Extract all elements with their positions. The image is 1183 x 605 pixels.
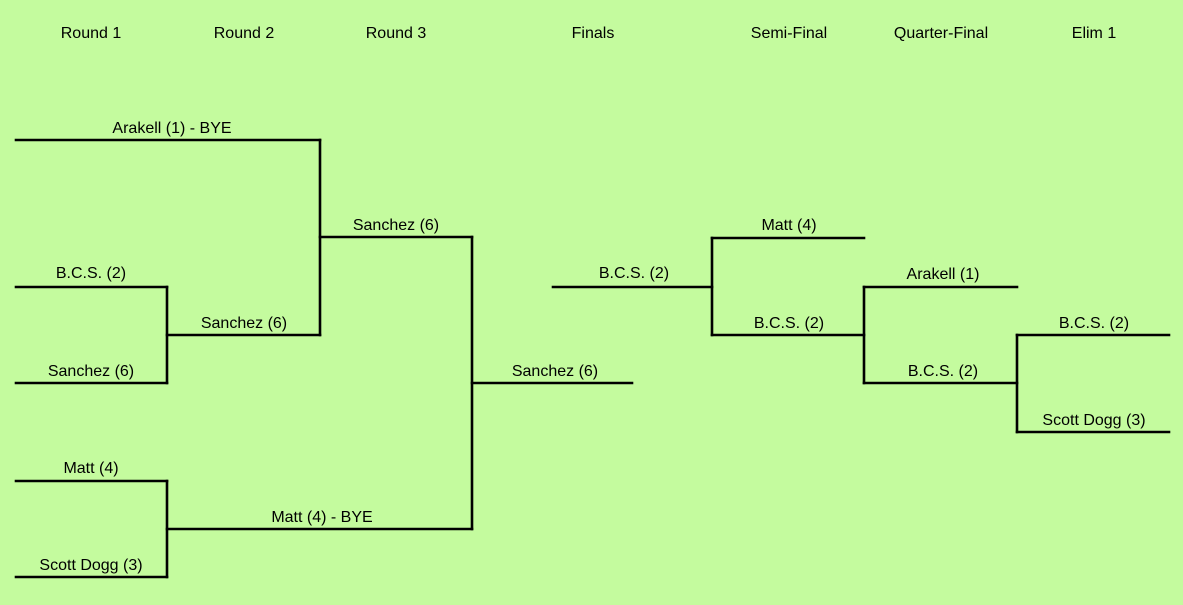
slot-label-semi-matt: Matt (4) [761, 217, 816, 234]
column-headers: Round 1 Round 2 Round 3 Finals Semi-Fina… [61, 25, 1117, 42]
slot-label-r3-sanchez: Sanchez (6) [353, 217, 439, 234]
winners-bracket: Arakell (1) - BYE B.C.S. (2) Sanchez (6)… [14, 120, 634, 579]
slot-label-elim-scott: Scott Dogg (3) [1042, 412, 1145, 429]
header-round-2: Round 2 [214, 25, 275, 42]
slot-label-quarter-bcs: B.C.S. (2) [908, 363, 978, 380]
header-quarter-final: Quarter-Final [894, 25, 988, 42]
slot-label-r2-sanchez: Sanchez (6) [201, 315, 287, 332]
header-semi-final: Semi-Final [751, 25, 827, 42]
slot-label-r1-bcs: B.C.S. (2) [56, 265, 126, 282]
slot-label-r1-matt: Matt (4) [63, 460, 118, 477]
header-finals: Finals [572, 25, 615, 42]
header-round-1: Round 1 [61, 25, 122, 42]
losers-bracket: B.C.S. (2) Matt (4) B.C.S. (2) Arakell (… [551, 217, 1171, 434]
slot-label-r1-arakell: Arakell (1) - BYE [112, 120, 231, 137]
slot-label-champion: Sanchez (6) [512, 363, 598, 380]
slot-label-r1-sanchez: Sanchez (6) [48, 363, 134, 380]
slot-label-r2-matt: Matt (4) - BYE [271, 509, 372, 526]
header-round-3: Round 3 [366, 25, 427, 42]
slot-label-elim-bcs: B.C.S. (2) [1059, 315, 1129, 332]
header-elim-1: Elim 1 [1072, 25, 1117, 42]
slot-label-finals-bcs: B.C.S. (2) [599, 265, 669, 282]
slot-label-quarter-arakell: Arakell (1) [907, 266, 980, 283]
slot-label-r1-scott: Scott Dogg (3) [39, 557, 142, 574]
slot-label-semi-bcs: B.C.S. (2) [754, 315, 824, 332]
